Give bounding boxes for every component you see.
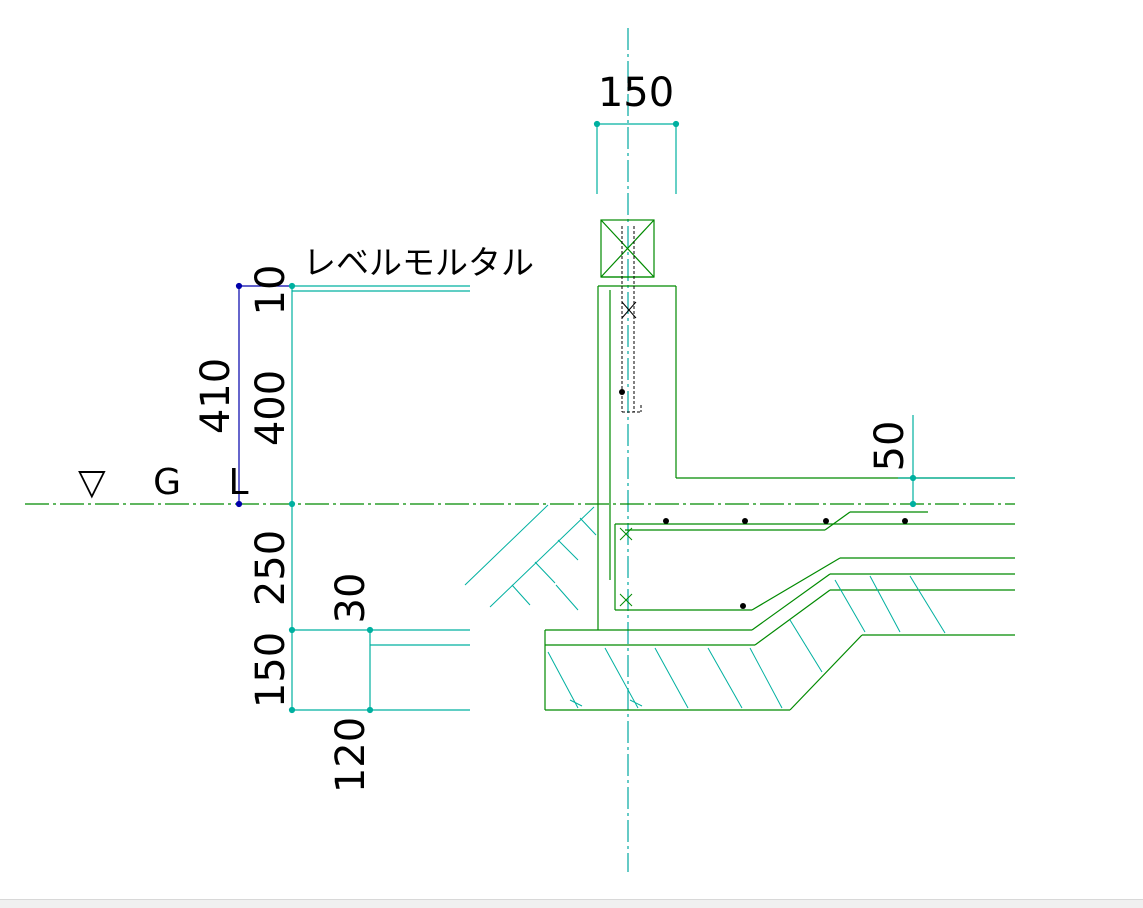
dimension-stem-chain bbox=[288, 282, 470, 714]
dimension-text-base-thickness: 150 bbox=[248, 632, 294, 708]
dimension-text-footing-depth: 250 bbox=[248, 530, 294, 606]
anchor-bolt bbox=[621, 226, 642, 413]
dimension-text-stem-height: 400 bbox=[248, 370, 294, 446]
dimension-text-gravel: 120 bbox=[328, 717, 374, 793]
dimension-total-height bbox=[235, 282, 292, 508]
rebar-dot bbox=[619, 389, 625, 395]
dimension-text-slab-offset: 50 bbox=[867, 421, 913, 472]
gravel-hatch bbox=[547, 575, 946, 709]
window-bottom-bar bbox=[0, 899, 1143, 908]
rebar-cross-marks bbox=[619, 527, 633, 607]
foundation-outline bbox=[544, 286, 1015, 711]
soil-hatch bbox=[464, 504, 597, 611]
dimension-text-top-width: 150 bbox=[598, 70, 674, 116]
dimension-text-total-height: 410 bbox=[193, 358, 239, 434]
dimension-top-width bbox=[593, 120, 680, 194]
dimension-slab-offset bbox=[898, 415, 1015, 508]
anchor-bolt-cross bbox=[621, 301, 637, 319]
level-mortar-label: レベルモルタル bbox=[303, 243, 534, 282]
dimension-text-mortar-thickness: 10 bbox=[248, 265, 294, 316]
gl-label: ▽ G L bbox=[78, 462, 267, 503]
dimension-text-blinding: 30 bbox=[328, 573, 374, 624]
rebar-dots bbox=[663, 518, 908, 609]
sill-plate bbox=[598, 219, 676, 287]
